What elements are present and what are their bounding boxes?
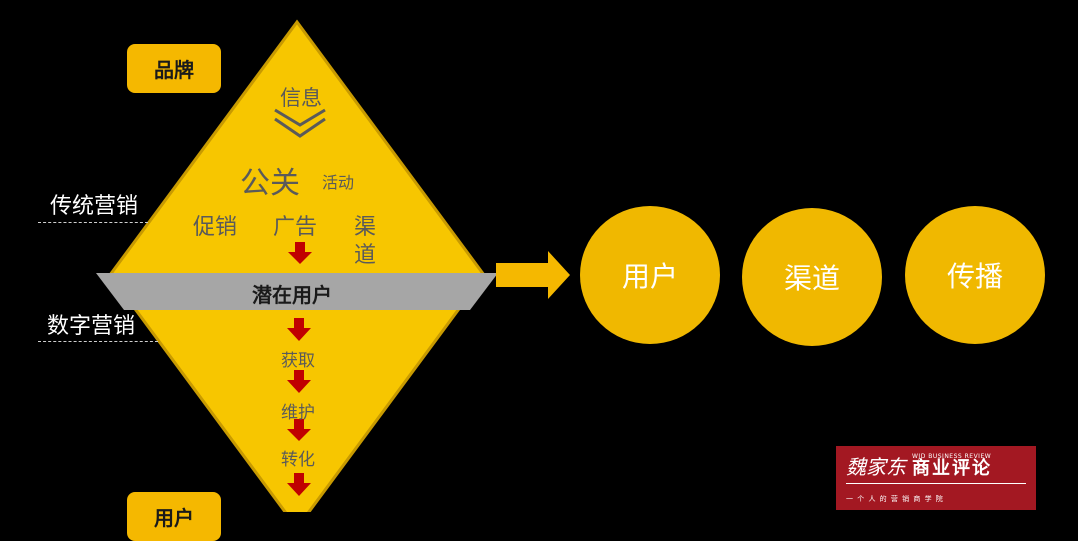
pr-label: 公关 <box>240 166 300 201</box>
funnel-diagram <box>96 19 570 512</box>
logo-english: WJD BUSINESS REVIEW <box>912 452 992 460</box>
chevron-down-icon <box>274 108 326 138</box>
channel-label-bottom: 道 <box>354 243 377 268</box>
circle-spread: 传播 <box>905 206 1045 344</box>
digital-marketing-label: 数字营销 <box>47 314 136 339</box>
user-tag: 用户 <box>127 492 221 541</box>
potential-users-label: 潜在用户 <box>252 283 332 307</box>
info-label: 信息 <box>280 86 322 110</box>
down-arrow-icon <box>287 318 311 341</box>
potential-users-band <box>96 273 498 310</box>
traditional-marketing-divider <box>38 222 148 223</box>
brand-tag: 品牌 <box>127 44 221 93</box>
down-arrow-icon <box>287 370 311 393</box>
brand-logo: 魏家东 WJD BUSINESS REVIEW 商业评论 一 个 人 的 营 销… <box>836 446 1036 510</box>
down-arrow-icon <box>288 242 312 264</box>
diamond-shape <box>108 19 486 512</box>
step-retain-label: 维护 <box>281 403 315 423</box>
step-acquire-label: 获取 <box>281 351 315 371</box>
logo-name: 商业评论 <box>912 457 992 479</box>
promotion-label: 促销 <box>193 215 238 240</box>
circle-channel: 渠道 <box>742 208 882 346</box>
activity-label: 活动 <box>322 173 355 192</box>
step-convert-label: 转化 <box>281 450 315 470</box>
logo-tagline: 一 个 人 的 营 销 商 学 院 <box>846 495 944 503</box>
circle-spread-label: 传播 <box>946 260 1003 293</box>
down-arrow-icon <box>287 419 311 441</box>
advertising-label: 广告 <box>273 215 318 240</box>
digital-marketing-divider <box>38 341 158 342</box>
right-arrow-icon <box>496 251 570 299</box>
circle-users-label: 用户 <box>621 260 678 293</box>
channel-label-top: 渠 <box>354 215 377 240</box>
traditional-marketing-label: 传统营销 <box>50 194 139 219</box>
logo-script: 魏家东 <box>846 455 906 479</box>
down-arrow-icon <box>287 473 311 496</box>
circle-users: 用户 <box>580 206 720 344</box>
circle-channel-label: 渠道 <box>783 262 840 295</box>
